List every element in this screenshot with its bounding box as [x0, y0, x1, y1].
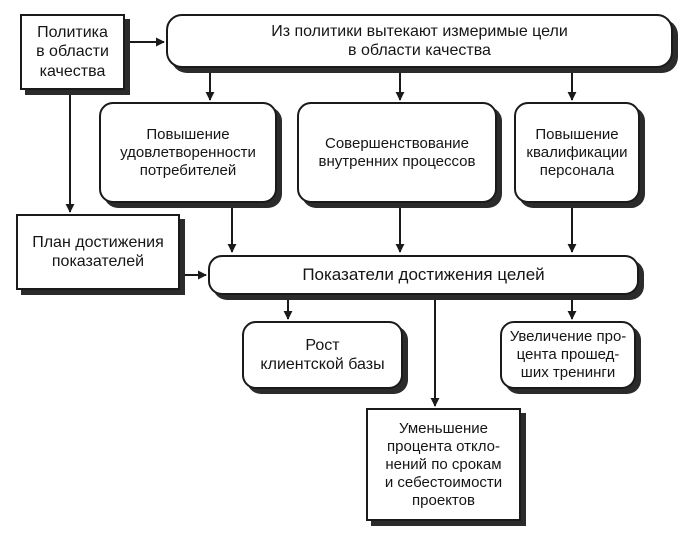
node-line: нений по срокам — [385, 455, 502, 473]
node-line: План достижения — [32, 233, 164, 251]
node-line: процента откло- — [387, 437, 500, 455]
node-line: клиентской базы — [260, 356, 385, 373]
node-line: показателей — [51, 253, 145, 270]
node-customer-satisfaction: Повышение удовлетворенности потребителей — [99, 102, 277, 203]
node-measurable-goals: Из политики вытекают измеримые цели в об… — [166, 14, 673, 68]
node-line: Рост — [305, 336, 340, 354]
node-achievement-plan: План достижения показателей — [16, 214, 180, 290]
node-line: и себестоимости — [384, 473, 503, 491]
node-line: качества — [39, 62, 106, 80]
node-line: проектов — [412, 491, 475, 509]
node-line: Повышение — [146, 125, 230, 143]
node-goal-indicators: Показатели достижения целей — [208, 255, 639, 295]
node-deviation-reduction: Уменьшение процента откло- нений по срок… — [366, 408, 521, 521]
node-line: Из политики вытекают измеримые цели — [271, 22, 568, 40]
node-line: цента прошед- — [516, 346, 620, 363]
node-line: Уменьшение — [399, 419, 488, 437]
node-line: квалификации — [526, 143, 628, 161]
node-client-base-growth: Рост клиентской базы — [242, 321, 403, 389]
node-line: в области качества — [348, 42, 491, 59]
node-line: Повышение — [535, 125, 619, 143]
node-line: внутренних процессов — [318, 152, 476, 170]
node-line: персонала — [539, 161, 615, 179]
node-line: удовлетворенности — [120, 143, 256, 161]
node-quality-policy: Политика в области качества — [20, 14, 125, 90]
node-staff-qualification: Повышение квалификации персонала — [514, 102, 640, 203]
node-line: потребителей — [139, 161, 237, 179]
node-line: Увеличение про- — [509, 328, 627, 345]
node-line: в области — [36, 43, 109, 61]
node-training-share: Увеличение про- цента прошед- ших тренин… — [500, 321, 636, 389]
node-line: Совершенствование — [325, 134, 469, 152]
node-line: ших тренинги — [520, 364, 616, 381]
node-line: Показатели достижения целей — [302, 264, 545, 284]
node-process-improvement: Совершенствование внутренних процессов — [297, 102, 497, 203]
node-line: Политика — [37, 24, 108, 42]
